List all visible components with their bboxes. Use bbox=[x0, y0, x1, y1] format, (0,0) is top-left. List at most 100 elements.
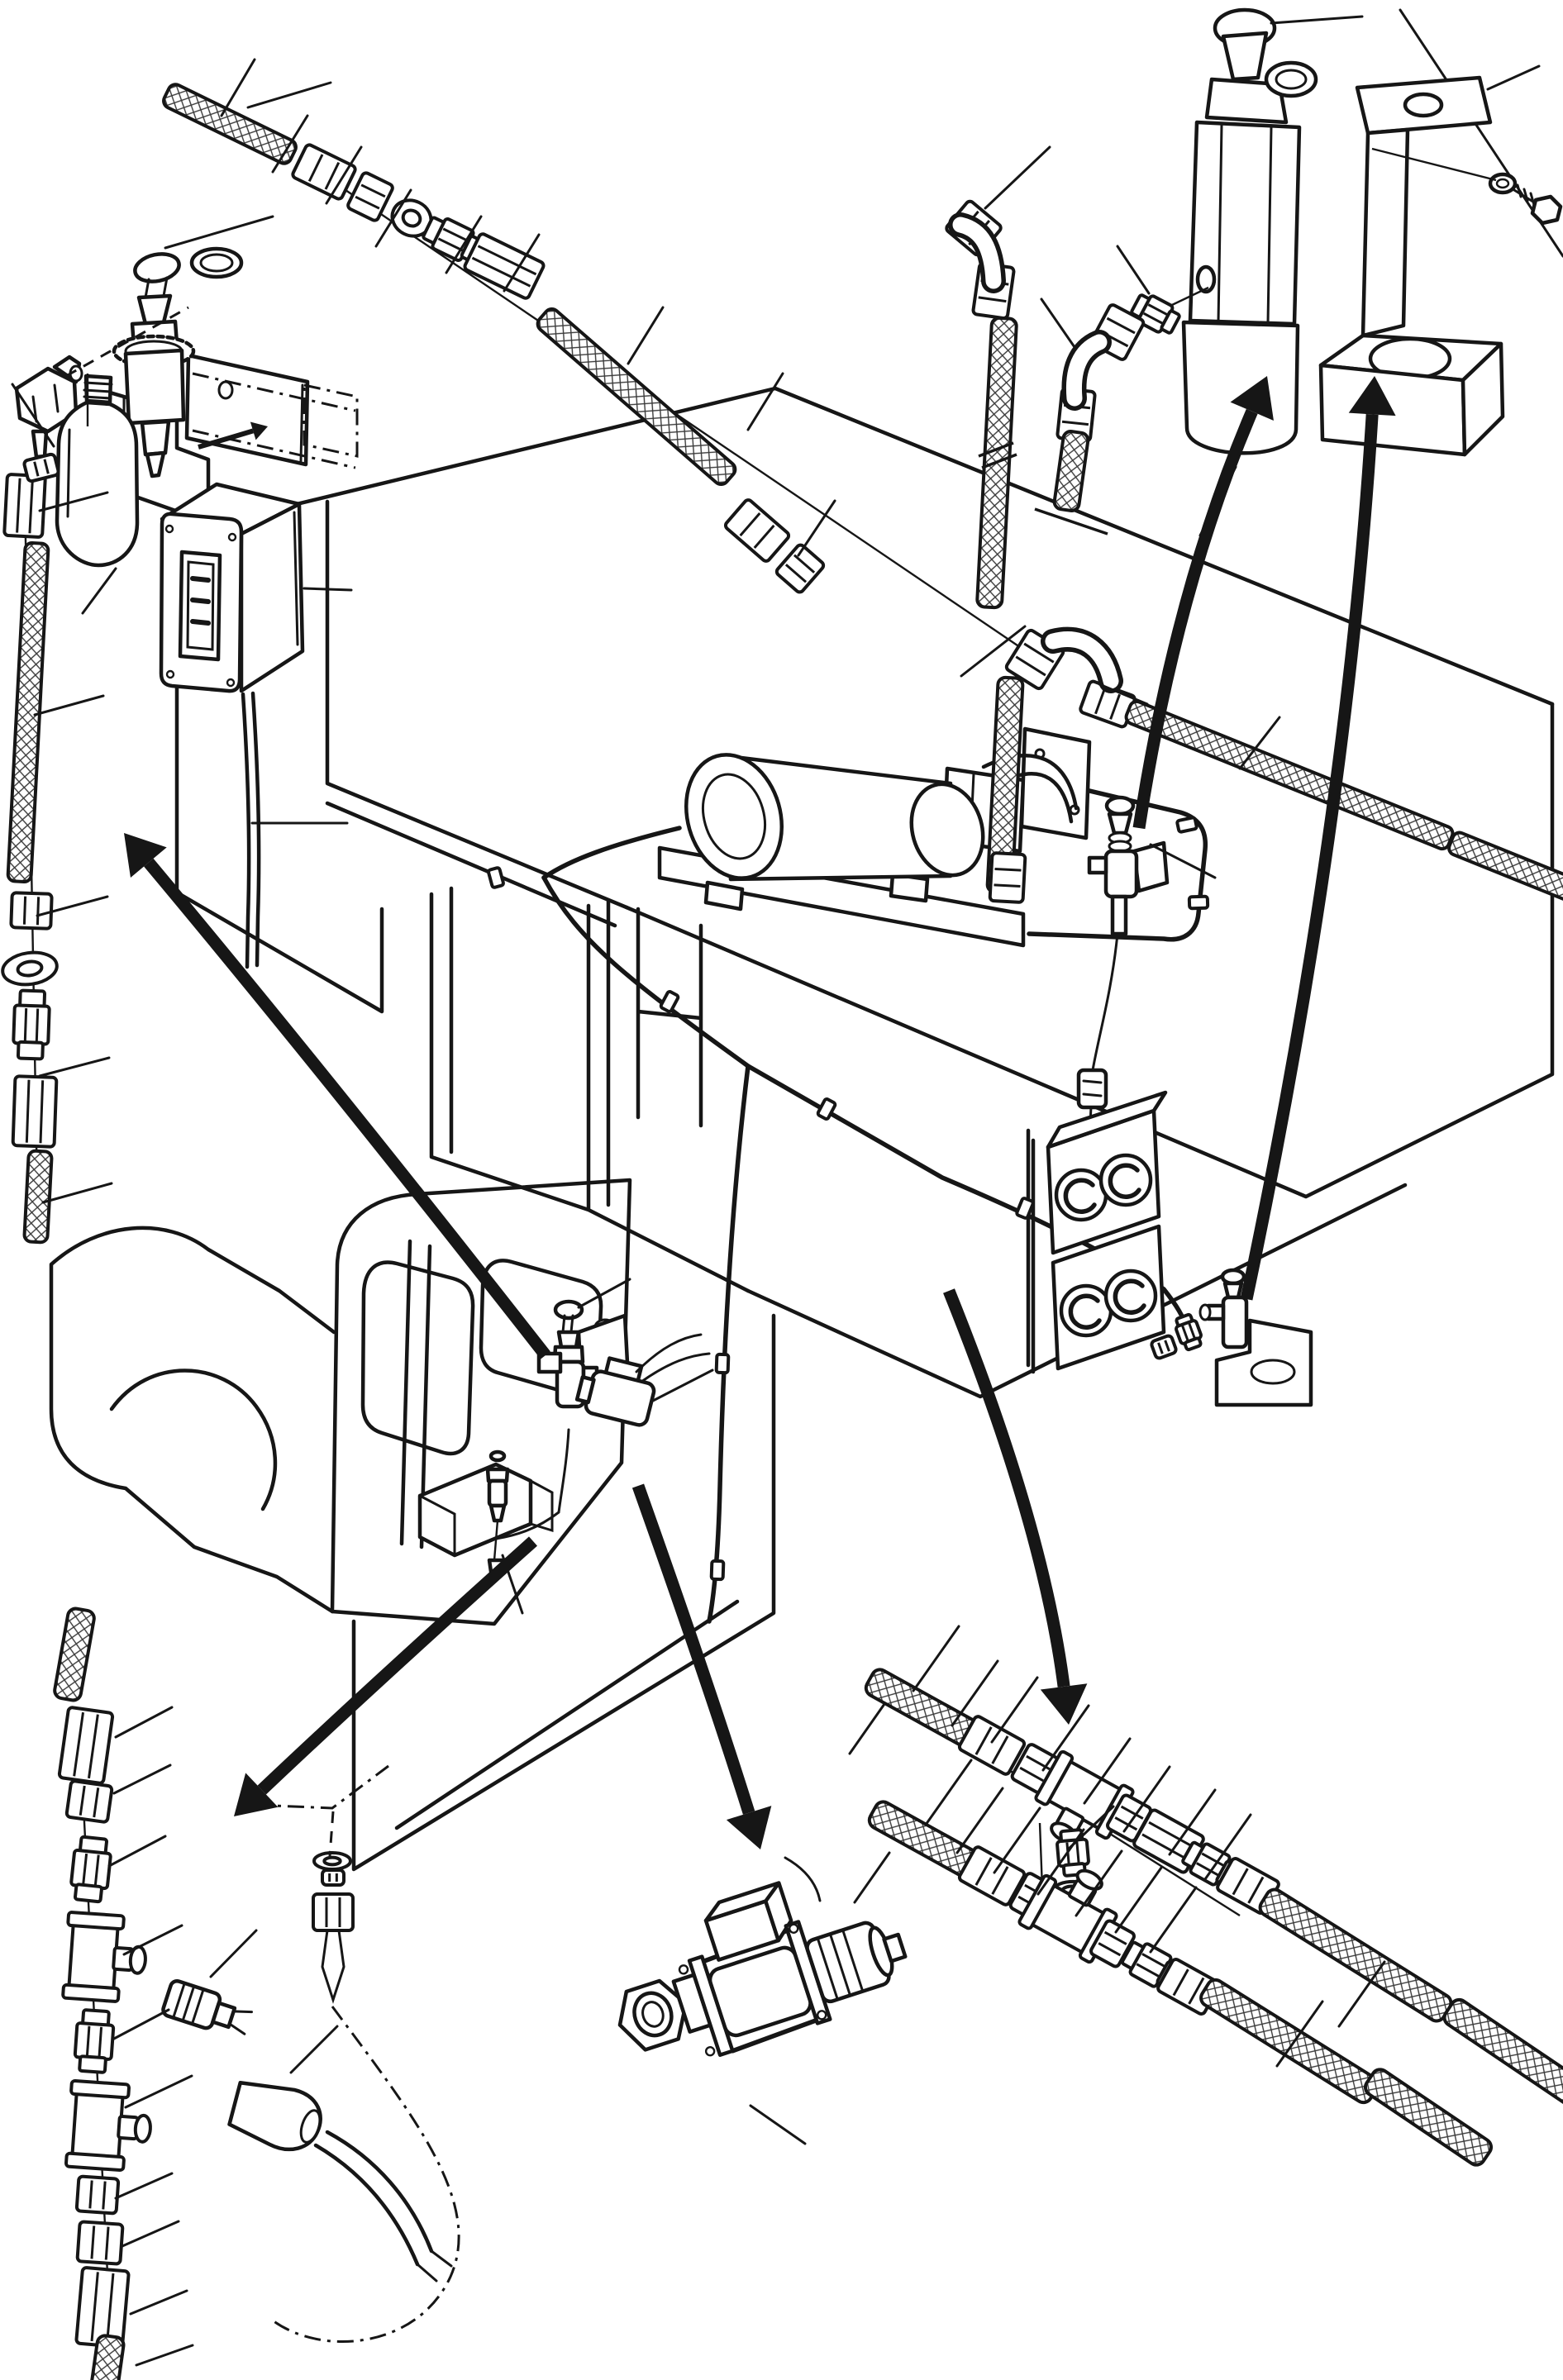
leader-line bbox=[303, 587, 353, 592]
leader-line bbox=[1075, 1849, 1123, 1917]
tube-elbows bbox=[948, 212, 1123, 693]
leader-line bbox=[114, 2172, 174, 2200]
fitting-nut bbox=[1089, 1919, 1136, 1968]
assembly-dash-lines bbox=[65, 306, 460, 2343]
cab-floor-bracket bbox=[417, 1449, 554, 1574]
fitting-nut bbox=[74, 2174, 121, 2216]
fitting-clamp bbox=[709, 1559, 726, 1582]
fitting-hose bbox=[1447, 831, 1563, 902]
leader-line bbox=[797, 499, 836, 557]
leader-line bbox=[984, 145, 1051, 210]
port-blocks bbox=[1026, 1090, 1168, 1374]
arrow-to-z-bracket bbox=[1240, 376, 1396, 1301]
fitting-hex bbox=[463, 232, 546, 300]
leader-line bbox=[990, 1676, 1039, 1744]
fitting-hose bbox=[22, 1149, 54, 1245]
dash-line bbox=[254, 1764, 389, 1810]
leader-line bbox=[577, 1278, 631, 1309]
fitting-crimp bbox=[291, 143, 357, 201]
fitting-crimp bbox=[723, 498, 791, 563]
leader-line bbox=[1486, 64, 1541, 91]
dash-line bbox=[192, 372, 356, 412]
fitting-hose bbox=[1199, 1978, 1380, 2105]
arrow-to-bottom-left-kit bbox=[234, 1536, 538, 1816]
leader-line bbox=[81, 567, 117, 615]
leader-line bbox=[503, 233, 541, 293]
solenoid-valve bbox=[617, 1856, 908, 2057]
leader-line bbox=[164, 215, 274, 250]
leader-line bbox=[1337, 1960, 1386, 2028]
elbow-fitting-loose bbox=[14, 355, 83, 459]
leader-line bbox=[1083, 1737, 1132, 1805]
leader-line bbox=[107, 1835, 167, 1868]
fitting-hex bbox=[2, 473, 47, 539]
leader-line bbox=[38, 491, 109, 512]
leader-line bbox=[1114, 1866, 1163, 1934]
fitting-clamp bbox=[659, 990, 680, 1013]
fitting-hose bbox=[1442, 1997, 1563, 2111]
side-valve bbox=[1198, 1268, 1313, 1407]
leader-line bbox=[38, 1056, 111, 1078]
leader-line bbox=[1122, 1765, 1171, 1833]
leader-line bbox=[1041, 1704, 1090, 1772]
leader-line bbox=[445, 215, 483, 274]
fitting-union bbox=[69, 1835, 112, 1904]
fitting-crimp bbox=[957, 1845, 1027, 1906]
leader-line bbox=[1203, 1813, 1252, 1881]
fitting-clamp bbox=[714, 1352, 731, 1375]
fitting-disc bbox=[1, 950, 59, 987]
fitting-union bbox=[73, 2008, 116, 2074]
leader-line bbox=[41, 1182, 113, 1204]
dash-line bbox=[192, 429, 356, 469]
leader-line bbox=[124, 2074, 193, 2109]
leader-line bbox=[289, 2025, 339, 2074]
fitting-hose bbox=[1052, 430, 1090, 512]
fitting-hose bbox=[162, 83, 298, 165]
leader-line bbox=[746, 372, 784, 431]
arrow-to-receiver-canister bbox=[1132, 376, 1274, 830]
leader-line bbox=[951, 1659, 999, 1727]
fitting-clamp bbox=[1175, 816, 1198, 834]
fitting-union bbox=[1175, 1312, 1203, 1352]
leader-line bbox=[374, 188, 412, 248]
fitting-clamp bbox=[816, 1097, 837, 1121]
arrow-bracket-insert-arrow bbox=[198, 421, 268, 450]
fitting-clamp bbox=[1015, 1197, 1035, 1220]
fitting-crimp bbox=[988, 851, 1027, 904]
leader-line bbox=[111, 2008, 170, 2041]
dash-line bbox=[328, 1811, 335, 1857]
bottle bbox=[55, 374, 140, 568]
leader-line bbox=[36, 895, 109, 917]
leader-line bbox=[993, 1806, 1041, 1874]
leader-line bbox=[627, 306, 665, 365]
dash-line bbox=[303, 383, 359, 458]
leader-line bbox=[11, 383, 55, 448]
leader-line bbox=[246, 81, 332, 109]
leader-line bbox=[33, 694, 105, 716]
cab-solenoid bbox=[574, 1333, 711, 1427]
fitting-hose bbox=[1124, 699, 1455, 851]
leader-lines bbox=[11, 15, 1541, 2367]
leader-line bbox=[1098, 683, 1149, 706]
fitting-nut bbox=[774, 543, 826, 594]
leader-line bbox=[114, 1706, 174, 1739]
fitting-nut bbox=[9, 891, 54, 931]
leader-line bbox=[960, 625, 1027, 678]
fitting-hose bbox=[536, 307, 737, 487]
leader-line bbox=[325, 145, 363, 205]
machine-body bbox=[49, 8, 1563, 1872]
leader-line bbox=[220, 58, 256, 117]
leader-line bbox=[129, 2289, 188, 2316]
leader-line bbox=[271, 114, 309, 174]
arrow-to-twin-hoses bbox=[943, 1288, 1088, 1725]
fitting-hex bbox=[57, 1706, 115, 1785]
leader-line bbox=[912, 1625, 960, 1692]
connector-kit bbox=[161, 1929, 453, 2282]
leader-line bbox=[1270, 15, 1364, 25]
leader-line bbox=[1149, 1886, 1198, 1954]
fitting-hex bbox=[11, 1074, 59, 1149]
fittings-and-hoses bbox=[1, 83, 1563, 2380]
dash-line bbox=[272, 2006, 460, 2343]
fitting-hose bbox=[1363, 2068, 1494, 2167]
